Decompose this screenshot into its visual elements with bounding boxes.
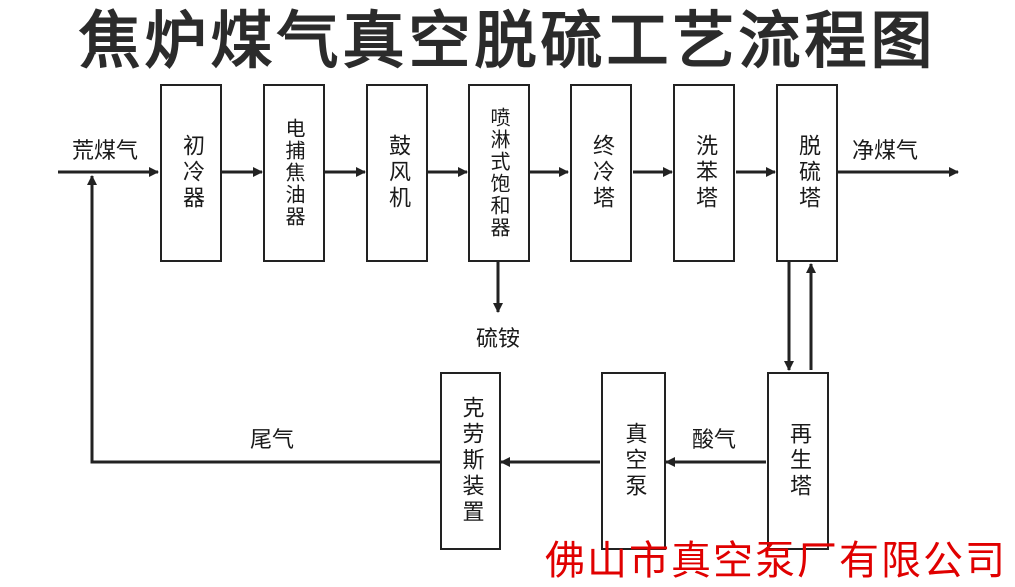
primary-cooler-box: 初冷器 xyxy=(160,84,222,262)
raw-gas-label: 荒煤气 xyxy=(72,139,139,164)
tail-gas-label: 尾气 xyxy=(250,428,295,453)
desulfurization-tower-box: 脱硫塔 xyxy=(776,84,838,262)
blower-box: 鼓风机 xyxy=(366,84,428,262)
regeneration-tower-box: 再生塔 xyxy=(767,372,829,550)
vacuum-pump-label: 真空泵 xyxy=(621,422,647,500)
final-cooling-tower-label: 终冷塔 xyxy=(589,134,614,212)
clean-gas-label: 净煤气 xyxy=(852,139,919,164)
primary-cooler-label: 初冷器 xyxy=(179,134,204,212)
electric-tar-catcher-box: 电捕焦油器 xyxy=(263,84,325,262)
ammonium-sulfate-label: 硫铵 xyxy=(476,327,521,352)
desulfurization-tower-label: 脱硫塔 xyxy=(795,134,820,212)
company-name: 佛山市真空泵厂有限公司 xyxy=(545,538,1007,584)
benzene-washing-tower-label: 洗苯塔 xyxy=(692,134,717,212)
claus-unit-box: 克劳斯装置 xyxy=(440,372,501,550)
tail-gas-return-line xyxy=(87,175,440,464)
claus-unit-label: 克劳斯装置 xyxy=(458,396,484,526)
spray-saturator-label: 喷淋式饱和器 xyxy=(487,107,511,239)
vacuum-pump-box: 真空泵 xyxy=(601,372,666,550)
diagram-title: 焦炉煤气真空脱硫工艺流程图 xyxy=(78,4,937,77)
benzene-washing-tower-box: 洗苯塔 xyxy=(673,84,735,262)
blower-label: 鼓风机 xyxy=(385,134,410,212)
spray-saturator-box: 喷淋式饱和器 xyxy=(468,84,530,262)
electric-tar-catcher-label: 电捕焦油器 xyxy=(282,118,306,228)
regeneration-tower-label: 再生塔 xyxy=(786,422,811,500)
final-cooling-tower-box: 终冷塔 xyxy=(570,84,632,262)
acid-gas-label: 酸气 xyxy=(692,428,737,453)
